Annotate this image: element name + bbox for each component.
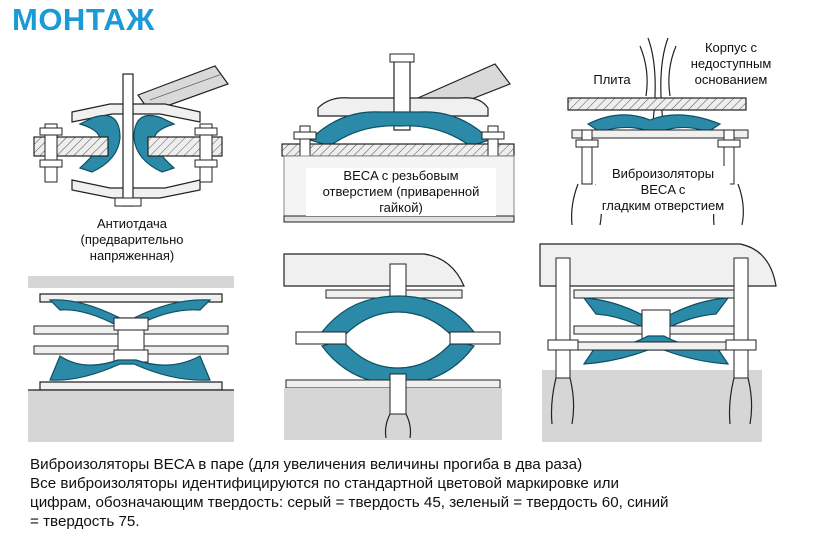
panel-anti-recoil: [33, 65, 229, 207]
threaded-hole-label-line-1: BECA с резьбовым: [343, 168, 459, 183]
smooth-hole-label: Виброизоляторы BECA с гладким отверстием: [596, 166, 730, 214]
plate-label: Плита: [593, 72, 631, 87]
panel-smooth-hole: [567, 37, 749, 226]
smooth-hole-label-line-2: BECA с: [640, 182, 686, 197]
panel-pair-plate: [539, 243, 777, 442]
smooth-hole-label-line-3: гладким отверстием: [601, 198, 725, 213]
caption-line-2: Все виброизоляторы идентифицируются по с…: [30, 475, 619, 492]
housing-label-line-3: основанием: [694, 72, 768, 87]
page-title: МОНТАЖ: [12, 2, 155, 37]
panel-pair-anchors: [283, 253, 502, 440]
anti-recoil-label: Антиотдача (предварительно напряженная): [58, 216, 206, 264]
threaded-hole-label-line-2: отверстием (приваренной: [322, 184, 480, 199]
anti-recoil-label-line-3: напряженная): [89, 248, 175, 263]
threaded-hole-label-line-3: гайкой): [379, 200, 423, 215]
caption-line-4: = твердость 75.: [30, 513, 140, 530]
anti-recoil-label-line-1: Антиотдача: [96, 216, 168, 231]
housing-label-line-2: недоступным: [690, 56, 772, 71]
panel-pair-floor: [28, 276, 234, 442]
threaded-hole-label: BECA с резьбовым отверстием (приваренной…: [306, 168, 496, 216]
housing-label-line-1: Корпус с: [704, 40, 758, 55]
caption-line-3: цифрам, обозначающим твердость: серый = …: [30, 494, 669, 511]
anti-recoil-label-line-2: (предварительно: [80, 232, 184, 247]
housing-label: Корпус с недоступным основанием: [676, 40, 786, 88]
caption: Виброизоляторы BECA в паре (для увеличен…: [30, 455, 820, 531]
smooth-hole-label-line-1: Виброизоляторы: [611, 166, 715, 181]
caption-line-1: Виброизоляторы BECA в паре (для увеличен…: [30, 456, 583, 473]
